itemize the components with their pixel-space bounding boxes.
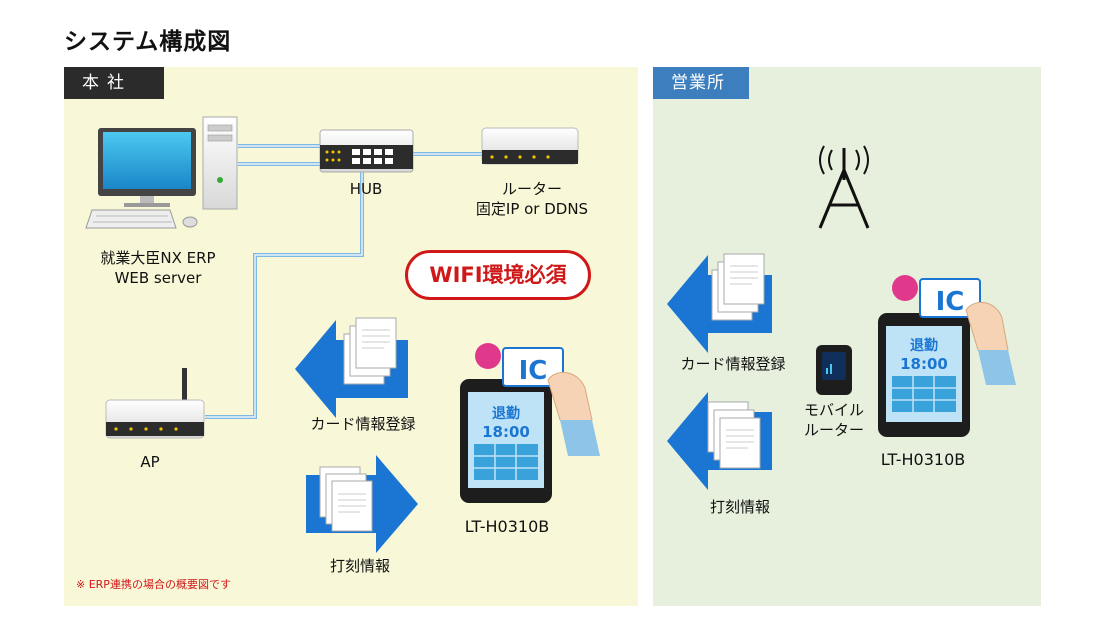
ap-label: AP bbox=[140, 453, 160, 471]
hand-icon bbox=[547, 372, 600, 456]
pc-label-line-1: 就業大臣NX ERP bbox=[100, 249, 216, 267]
branch-card-registration-arrow-icon bbox=[667, 253, 772, 353]
branch-hand-icon bbox=[965, 302, 1016, 385]
card-registration-label: カード情報登録 bbox=[310, 415, 416, 433]
mobile-router-icon bbox=[816, 345, 852, 395]
branch-device-time-text: 18:00 bbox=[900, 355, 948, 373]
pc-label-line-2: WEB server bbox=[114, 269, 202, 287]
hub-label: HUB bbox=[349, 180, 383, 198]
footnote: ※ ERP連携の場合の概要図です bbox=[76, 578, 231, 591]
device-status-text: 退勤 bbox=[492, 405, 520, 422]
branch-punch-info-label: 打刻情報 bbox=[709, 498, 770, 516]
branch-office-tag: 営業所 bbox=[653, 67, 749, 99]
network-cables bbox=[205, 144, 482, 419]
keyboard-icon bbox=[85, 209, 198, 229]
document-stack-icon bbox=[343, 317, 397, 385]
ic-card-label: IC bbox=[519, 356, 548, 386]
punch-info-arrow-icon bbox=[306, 455, 418, 553]
router-icon bbox=[481, 127, 579, 165]
pc-label: 就業大臣NX ERP WEB server bbox=[78, 248, 238, 288]
device-model-label: LT-H0310B bbox=[464, 517, 550, 536]
device-time-text: 18:00 bbox=[482, 423, 530, 441]
nfc-pi-icon bbox=[475, 343, 501, 369]
card-registration-arrow-icon bbox=[295, 317, 408, 418]
router-label: ルーター 固定IP or DDNS bbox=[462, 179, 602, 219]
branch-device-model-label: LT-H0310B bbox=[880, 450, 966, 469]
document-stack-icon bbox=[319, 466, 373, 532]
main-office-tag: 本社 bbox=[64, 67, 164, 99]
mobile-router-label: モバイル ルーター bbox=[796, 400, 872, 440]
branch-ic-card-icon: IC bbox=[919, 278, 981, 318]
ic-card-icon: IC bbox=[502, 347, 564, 387]
antenna-tower-icon bbox=[818, 145, 870, 229]
branch-nfc-pi-icon bbox=[892, 275, 918, 301]
branch-card-registration-label: カード情報登録 bbox=[680, 355, 786, 373]
document-stack-icon bbox=[707, 401, 761, 469]
branch-device-status-text: 退勤 bbox=[910, 337, 938, 354]
mobile-router-label-line-1: モバイル bbox=[803, 401, 864, 419]
router-label-line-1: ルーター bbox=[501, 180, 562, 198]
pc-tower-icon bbox=[202, 116, 238, 210]
tablet-device-icon bbox=[460, 379, 552, 503]
branch-ic-card-label: IC bbox=[936, 287, 965, 317]
mobile-router-label-line-2: ルーター bbox=[803, 421, 864, 439]
punch-info-label: 打刻情報 bbox=[329, 557, 390, 575]
document-stack-icon bbox=[711, 253, 765, 321]
hub-icon bbox=[319, 129, 414, 173]
branch-tablet-device-icon bbox=[878, 313, 970, 437]
wifi-required-badge: WIFI環境必須 bbox=[405, 250, 591, 300]
page-title: システム構成図 bbox=[64, 29, 232, 55]
branch-punch-info-arrow-icon bbox=[667, 392, 772, 490]
access-point-icon bbox=[105, 368, 205, 439]
pc-monitor-icon bbox=[98, 128, 196, 207]
router-label-line-2: 固定IP or DDNS bbox=[475, 200, 589, 218]
